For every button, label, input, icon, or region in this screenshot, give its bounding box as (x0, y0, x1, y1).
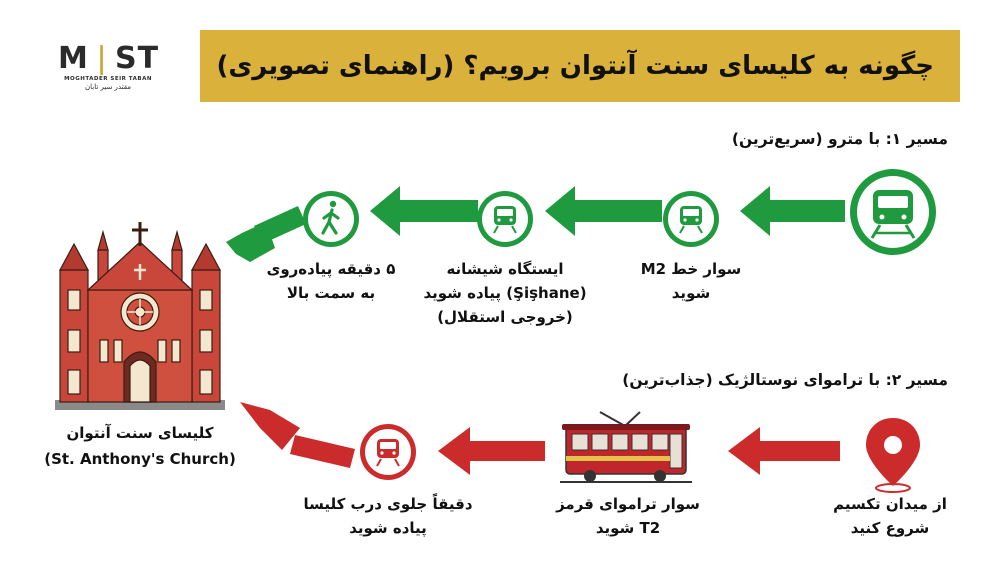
title-banner: چگونه به کلیسای سنت آنتوان برویم؟ (راهنم… (200, 30, 960, 102)
metro-train-icon (376, 439, 400, 467)
church-name-fa: کلیسای سنت آنتوان (66, 424, 214, 442)
route2-step1-label: از میدان تکسیم شروع کنید (833, 495, 947, 537)
route2-step3-label: دقیقاً جلوی درب کلیسا پیاده شوید (303, 495, 473, 537)
logo-letter-m: M (58, 41, 89, 76)
route2-arrow-2 (438, 427, 545, 475)
logo-subtitle-en: MOGHTADER SEIR TABAN (64, 76, 152, 82)
route1-arrow-3 (370, 186, 478, 236)
route1-title: مسیر ۱: با مترو (سریع‌ترین) (731, 130, 948, 148)
route1-start-station (850, 169, 936, 255)
route1-step-sishane (477, 191, 533, 247)
church-illustration (55, 222, 225, 410)
logo-letter-t: T (137, 41, 160, 76)
logo-subtitle-fa: مقتدر سیر تابان (84, 83, 132, 91)
church-name-en: (St. Anthony's Church) (44, 450, 236, 468)
metro-train-icon (493, 206, 517, 234)
route2-title: مسیر ۲: با ترامواى نوستالژیک (جذاب‌ترین) (622, 371, 948, 389)
page-title: چگونه به کلیسای سنت آنتوان برویم؟ (راهنم… (216, 51, 934, 81)
route1-step3-label: ایستگاه شیشانه (Şişhane) پیاده شوید (خرو… (423, 260, 587, 326)
metro-train-icon (870, 190, 916, 239)
route1-step4-label: ۵ دقیقه پیاده‌روی به سمت بالا (266, 260, 396, 302)
route1-arrow-2 (545, 186, 662, 236)
logo-letter-s: S (115, 41, 138, 76)
red-tram-icon (560, 411, 692, 483)
route1-step-m2 (663, 191, 719, 247)
route1-arrow-1 (740, 186, 845, 236)
location-pin-icon (866, 418, 920, 493)
walking-person-icon (321, 200, 340, 235)
route1-arrow-to-church (226, 206, 306, 262)
route1-arrows (226, 186, 845, 262)
logo-flame-mark: ❘ (88, 41, 115, 76)
route2-step2-label: سوار ترامواى قرمز T2 شوید (556, 495, 700, 537)
route2-arrow-to-church (240, 402, 355, 468)
route1-step-walk (303, 191, 359, 247)
route2-arrows (240, 402, 840, 475)
route1-step2-label: سوار خط M2 شوید (640, 260, 742, 302)
brand-logo: M❘ST MOGHTADER SEIR TABAN مقتدر سیر تابا… (58, 28, 158, 108)
route2-step-church-stop (360, 424, 416, 480)
metro-train-icon (679, 206, 703, 234)
route2-arrow-1 (728, 427, 840, 475)
church-label: کلیسای سنت آنتوان (St. Anthony's Church) (30, 420, 250, 472)
